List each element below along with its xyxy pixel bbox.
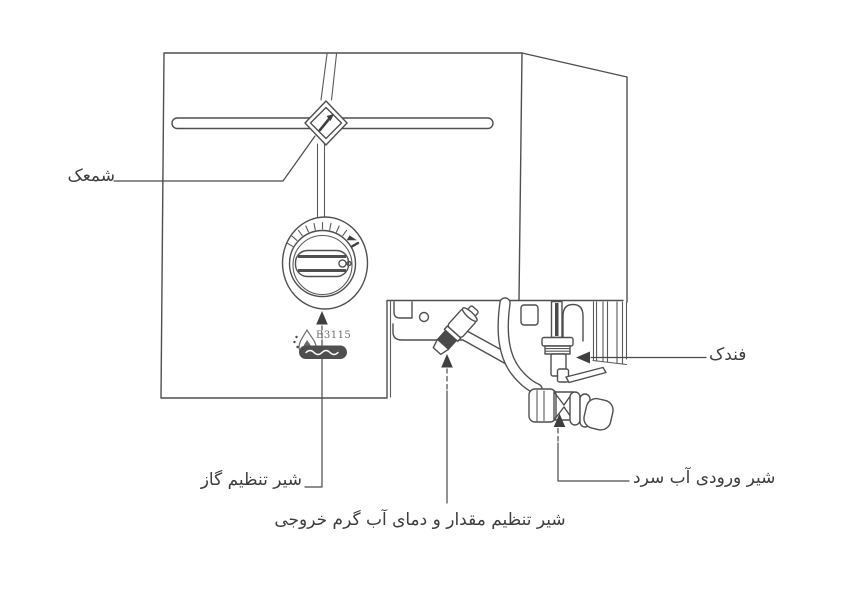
callout-label-outlet-valve: شیر تنظیم مقدار و دمای آب گرم خروجی [274, 510, 566, 530]
knob-handle [294, 249, 350, 278]
outlet-nozzle [432, 305, 479, 356]
callout-label-cold-water-inlet: شیر ورودی آب سرد [633, 468, 776, 488]
callout-label-pilot: شمعک [67, 166, 116, 186]
cold-water-pipe [497, 297, 543, 395]
leader-pilot [113, 135, 316, 182]
dial-ticks [286, 221, 348, 247]
brand-logo [293, 328, 347, 359]
callout-label-gas-valve: شیر تنظیم گاز [200, 470, 302, 490]
side-panel [521, 52, 628, 303]
igniter-assembly [541, 300, 584, 377]
callout-leaders [113, 135, 707, 504]
leader-cold-inlet [557, 442, 630, 482]
igniter-flange [541, 336, 574, 347]
pilot-flame-arrow-icon [318, 114, 334, 132]
model-code: B3115 [316, 330, 352, 341]
gas-knob [281, 216, 369, 310]
internal-assembly [389, 297, 614, 431]
dial-pointer [346, 235, 357, 241]
callout-label-igniter: فندک [709, 345, 747, 365]
cold-water-valve [528, 366, 614, 431]
leader-gas-valve [304, 339, 323, 488]
valve-lever [565, 366, 607, 384]
side-panel-bottom-band [592, 301, 628, 366]
pilot-assembly [171, 53, 494, 219]
